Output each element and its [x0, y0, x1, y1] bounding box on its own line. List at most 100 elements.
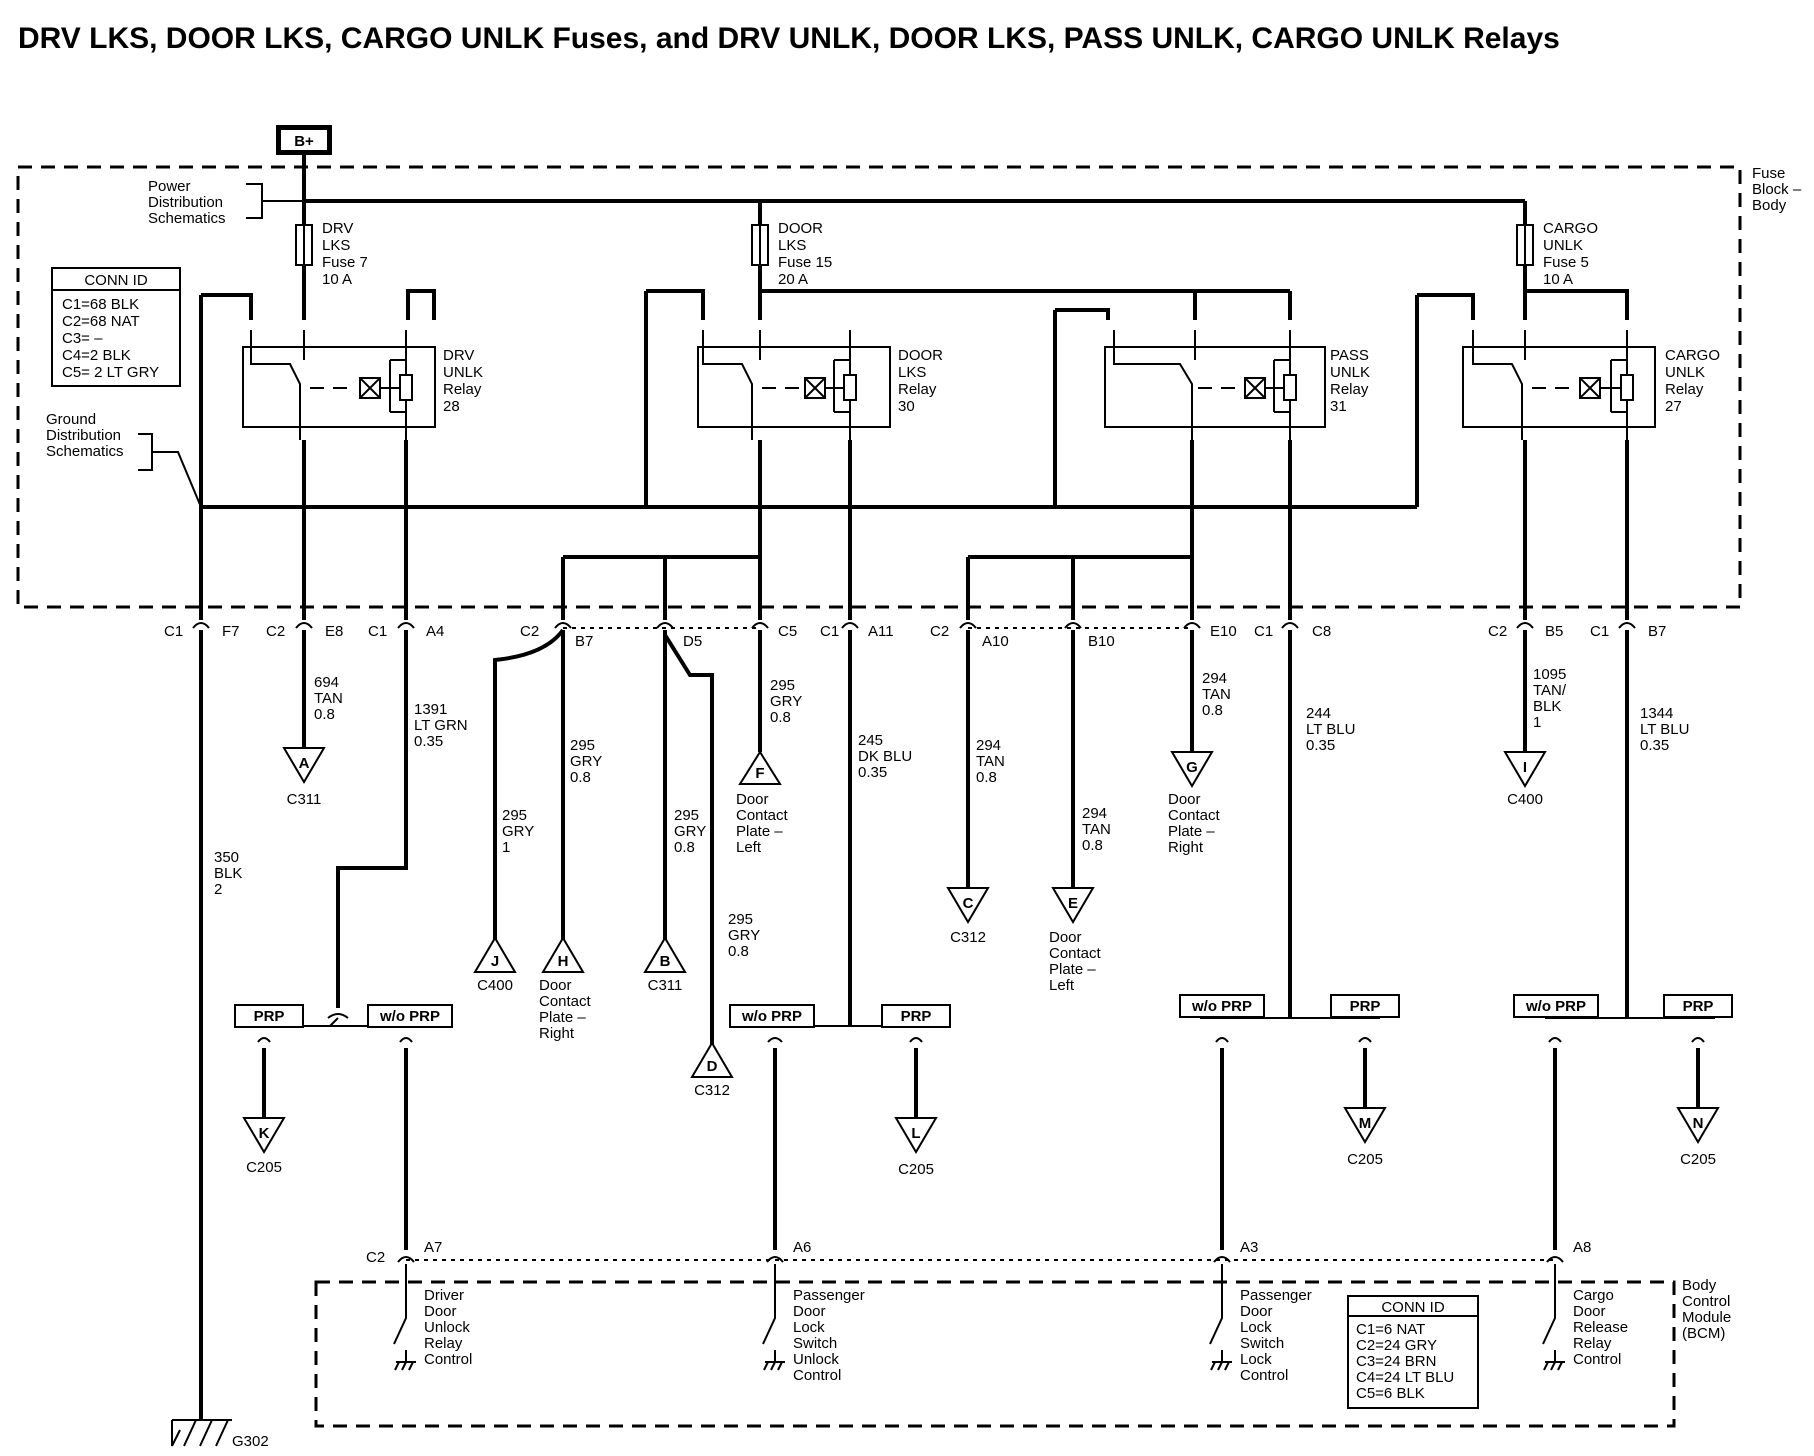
- svg-text:20 A: 20 A: [778, 271, 808, 288]
- svg-text:Relay: Relay: [443, 381, 482, 398]
- svg-text:Switch: Switch: [1240, 1335, 1284, 1352]
- svg-text:LT BLU: LT BLU: [1640, 721, 1689, 738]
- svg-text:30: 30: [898, 398, 915, 415]
- svg-text:Fuse 15: Fuse 15: [778, 254, 832, 271]
- svg-text:27: 27: [1665, 398, 1682, 415]
- svg-text:Power: Power: [148, 178, 191, 195]
- svg-text:G: G: [1186, 759, 1198, 776]
- svg-text:F7: F7: [222, 623, 240, 640]
- relay-drv-unlk: DRV UNLK Relay 28: [242, 330, 483, 440]
- bcm-label: Body Control Module (BCM): [1682, 1277, 1731, 1342]
- svg-text:0.8: 0.8: [1202, 702, 1223, 719]
- svg-text:GRY: GRY: [502, 823, 534, 840]
- svg-text:C3= –: C3= –: [62, 330, 103, 347]
- svg-text:Block –: Block –: [1752, 181, 1802, 198]
- option-split-pass: w/o PRP PRP: [1179, 994, 1400, 1250]
- svg-text:A3: A3: [1240, 1239, 1258, 1256]
- svg-text:Contact: Contact: [1049, 945, 1102, 962]
- svg-text:694: 694: [314, 674, 339, 691]
- svg-text:C4=2 BLK: C4=2 BLK: [62, 347, 131, 364]
- svg-text:Schematics: Schematics: [148, 210, 226, 227]
- svg-text:PRP: PRP: [1683, 998, 1714, 1015]
- svg-text:Left: Left: [1049, 977, 1075, 994]
- ref-g: G Door Contact Plate – Right: [1168, 751, 1221, 856]
- ref-n: N C205: [1676, 1107, 1720, 1168]
- svg-text:C2=68 NAT: C2=68 NAT: [62, 313, 140, 330]
- svg-text:C5= 2 LT GRY: C5= 2 LT GRY: [62, 364, 159, 381]
- svg-text:A6: A6: [793, 1239, 811, 1256]
- svg-text:Fuse 7: Fuse 7: [322, 254, 368, 271]
- svg-text:294: 294: [1202, 670, 1227, 687]
- ref-a: A C311: [282, 747, 326, 808]
- svg-text:C8: C8: [1312, 623, 1331, 640]
- svg-text:0.35: 0.35: [858, 764, 887, 781]
- relay-door-lks: DOOR LKS Relay 30: [697, 330, 943, 440]
- svg-text:10 A: 10 A: [1543, 271, 1573, 288]
- bcm-outline: [314, 1280, 1676, 1428]
- svg-text:TAN: TAN: [1082, 821, 1111, 838]
- svg-text:LKS: LKS: [322, 237, 350, 254]
- svg-text:294: 294: [1082, 805, 1107, 822]
- svg-text:Door: Door: [424, 1303, 457, 1320]
- svg-text:C400: C400: [477, 977, 513, 994]
- svg-text:E10: E10: [1210, 623, 1237, 640]
- svg-text:D: D: [707, 1058, 718, 1075]
- svg-text:244: 244: [1306, 705, 1331, 722]
- svg-text:Door: Door: [793, 1303, 826, 1320]
- svg-text:1344: 1344: [1640, 705, 1673, 722]
- svg-text:LT GRN: LT GRN: [414, 717, 468, 734]
- svg-text:BLK: BLK: [1533, 698, 1561, 715]
- svg-text:1: 1: [1533, 714, 1541, 731]
- fuse-cargo-unlk: CARGO UNLK Fuse 5 10 A: [1516, 220, 1598, 320]
- bcm-switch-driver-unlock: Driver Door Unlock Relay Control: [393, 1264, 472, 1371]
- svg-text:w/o PRP: w/o PRP: [1191, 998, 1252, 1015]
- svg-text:Body: Body: [1682, 1277, 1717, 1294]
- ground-g302: G302: [171, 1360, 269, 1450]
- svg-text:C5: C5: [778, 623, 797, 640]
- svg-text:0.8: 0.8: [770, 709, 791, 726]
- svg-text:10 A: 10 A: [322, 271, 352, 288]
- svg-text:C400: C400: [1507, 791, 1543, 808]
- svg-text:0.8: 0.8: [674, 839, 695, 856]
- svg-text:CARGO: CARGO: [1665, 347, 1720, 364]
- svg-text:Lock: Lock: [1240, 1319, 1272, 1336]
- svg-text:C1=68 BLK: C1=68 BLK: [62, 296, 139, 313]
- svg-text:C312: C312: [694, 1082, 730, 1099]
- svg-text:TAN: TAN: [976, 753, 1005, 770]
- svg-text:w/o PRP: w/o PRP: [741, 1008, 802, 1025]
- svg-text:LKS: LKS: [898, 364, 926, 381]
- power-bus: [302, 155, 1527, 225]
- svg-text:w/o PRP: w/o PRP: [379, 1008, 440, 1025]
- svg-text:1095: 1095: [1533, 666, 1566, 683]
- svg-text:C311: C311: [648, 977, 683, 994]
- svg-text:B10: B10: [1088, 633, 1115, 650]
- svg-text:295: 295: [770, 677, 795, 694]
- svg-text:294: 294: [976, 737, 1001, 754]
- svg-text:Switch: Switch: [793, 1335, 837, 1352]
- svg-text:C4=24 LT BLU: C4=24 LT BLU: [1356, 1369, 1454, 1386]
- svg-text:Door: Door: [736, 791, 769, 808]
- svg-text:C205: C205: [898, 1161, 934, 1178]
- option-split-door: w/o PRP PRP: [729, 1004, 951, 1250]
- svg-text:A7: A7: [424, 1239, 442, 1256]
- ref-l: L C205: [894, 1117, 938, 1178]
- bcm-conn-id-title: CONN ID: [1381, 1299, 1445, 1316]
- svg-text:C2: C2: [366, 1249, 385, 1266]
- svg-text:DK BLU: DK BLU: [858, 748, 912, 765]
- fuse-door-lks: DOOR LKS Fuse 15 20 A: [751, 220, 832, 320]
- svg-text:E8: E8: [325, 623, 343, 640]
- ref-h: H Door Contact Plate – Right: [539, 936, 592, 1042]
- svg-text:UNLK: UNLK: [1665, 364, 1705, 381]
- svg-text:PRP: PRP: [1350, 998, 1381, 1015]
- ref-c: C C312: [946, 887, 990, 946]
- svg-text:F: F: [755, 765, 764, 782]
- svg-text:Lock: Lock: [1240, 1351, 1272, 1368]
- svg-text:C205: C205: [246, 1159, 282, 1176]
- svg-text:Control: Control: [1573, 1351, 1621, 1368]
- svg-text:DRV: DRV: [443, 347, 474, 364]
- power-distribution-label: Power Distribution Schematics: [148, 178, 226, 227]
- svg-text:B7: B7: [1648, 623, 1666, 640]
- svg-text:Passenger: Passenger: [793, 1287, 865, 1304]
- svg-text:Driver: Driver: [424, 1287, 464, 1304]
